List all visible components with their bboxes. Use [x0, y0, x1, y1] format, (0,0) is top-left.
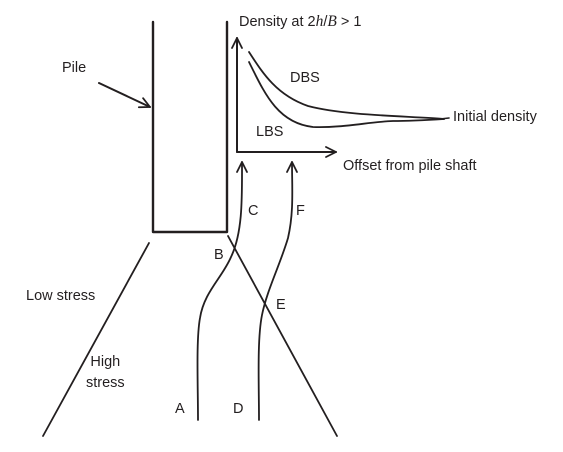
- stress-path-def: [257, 161, 298, 421]
- initial-density-label: Initial density: [453, 109, 537, 125]
- point-label-e: E: [276, 297, 286, 313]
- lbs-label: LBS: [256, 124, 284, 140]
- dbs-curve: [248, 51, 445, 120]
- high-stress-label: High stress: [86, 354, 125, 391]
- offset-axis-label: Offset from pile shaft: [343, 158, 477, 174]
- density-axis-title: Density at 2h/B > 1: [239, 14, 361, 30]
- density-axis-title-prefix: Density at 2: [239, 14, 316, 30]
- density-axis-title-slash: /: [323, 14, 328, 30]
- density-axis-title-h: h: [315, 13, 324, 30]
- pile-outline: [151, 20, 229, 234]
- pile-label: Pile: [62, 60, 87, 76]
- point-label-a: A: [175, 401, 185, 417]
- density-axis-title-suffix: > 1: [336, 14, 362, 30]
- point-label-f: F: [296, 203, 305, 219]
- density-axis-title-b: B: [327, 13, 337, 30]
- pile-pointer-arrow: [98, 82, 151, 109]
- stress-boundary-right: [227, 235, 338, 437]
- point-label-c: C: [248, 203, 259, 219]
- point-label-d: D: [233, 401, 244, 417]
- point-label-b: B: [214, 247, 224, 263]
- stress-boundary-left: [42, 242, 150, 437]
- initial-density-pointer: [439, 117, 450, 120]
- stress-path-abc: [196, 161, 248, 421]
- dbs-label: DBS: [290, 70, 320, 86]
- low-stress-label: Low stress: [26, 288, 96, 304]
- lbs-curve: [248, 61, 445, 128]
